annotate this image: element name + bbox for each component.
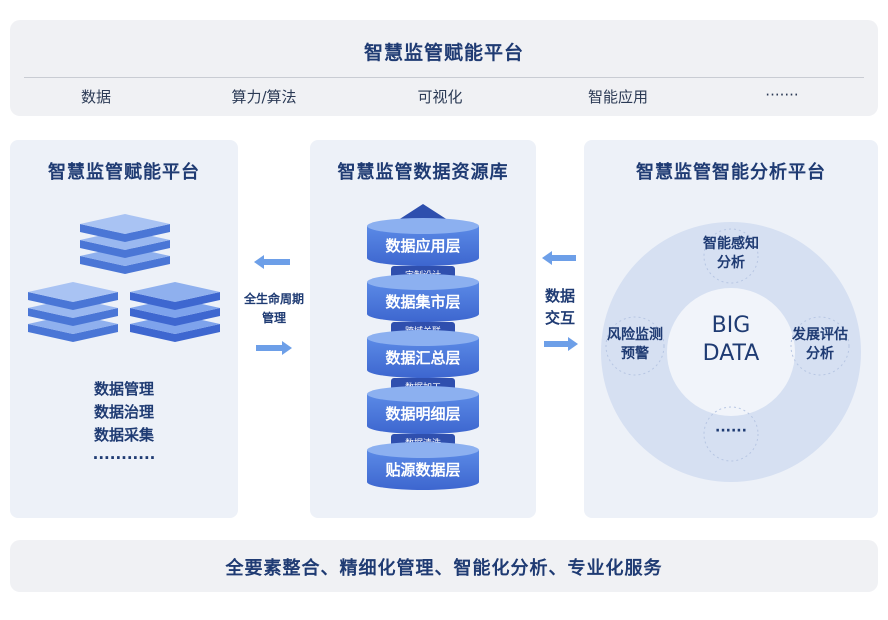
right-panel-title: 智慧监管智能分析平台 <box>636 162 826 183</box>
top-banner-title: 智慧监管赋能平台 <box>363 42 524 64</box>
data-layer-stack: 数据应用层定制设计数据集市层跨域关联数据汇总层数据加工数据明细层数据清洗贴源数据… <box>367 204 479 490</box>
node-risk-warning: 风险监测 预警 <box>590 326 680 364</box>
big-data-line2: DATA <box>702 341 760 366</box>
arrow-right-icon <box>256 341 292 355</box>
node-left-line2: 预警 <box>621 346 649 362</box>
bottom-banner-text: 全要素整合、精细化管理、智能化分析、专业化服务 <box>225 558 663 579</box>
data-layer-label: 贴源数据层 <box>385 461 460 479</box>
top-item-visualization: 可视化 <box>417 88 463 106</box>
list-item-data-management: 数据管理 <box>93 380 154 398</box>
node-right-line1: 发展评估 <box>792 327 848 343</box>
data-layer-3: 数据汇总层 <box>367 330 479 378</box>
node-development-evaluation: 发展评估 分析 <box>775 326 865 364</box>
left-panel-list: 数据管理 数据治理 数据采集 ··········· <box>10 378 238 470</box>
analysis-circle <box>601 222 861 482</box>
bottom-banner: 全要素整合、精细化管理、智能化分析、专业化服务 <box>10 540 878 592</box>
top-item-more: ······· <box>765 86 799 104</box>
node-more: ······ <box>681 422 781 441</box>
top-item-compute: 算力/算法 <box>231 88 297 106</box>
top-item-smart-app: 智能应用 <box>587 88 648 106</box>
big-data-center: BIG DATA <box>681 312 781 368</box>
node-top-line1: 智能感知 <box>703 236 759 252</box>
data-layer-label: 数据明细层 <box>385 405 460 423</box>
node-left-line1: 风险监测 <box>607 327 663 343</box>
node-right-line2: 分析 <box>806 346 834 362</box>
arrow-right-icon-2 <box>544 337 578 351</box>
list-item-data-governance: 数据治理 <box>93 403 154 421</box>
data-layer-label: 数据汇总层 <box>385 349 460 367</box>
data-layer-5: 贴源数据层 <box>367 442 479 490</box>
data-layer-1: 数据应用层 <box>367 218 479 266</box>
server-stack-top-icon <box>80 214 170 274</box>
node-smart-perception: 智能感知 分析 <box>681 235 781 273</box>
lifecycle-label: 全生命周期 管理 <box>240 290 308 328</box>
interaction-label-line2: 交互 <box>544 309 575 327</box>
data-layer-4: 数据明细层 <box>367 386 479 434</box>
left-panel: 智慧监管赋能平台 数据管理 <box>10 140 238 518</box>
arrow-left-icon <box>254 255 290 269</box>
node-top-line2: 分析 <box>717 255 745 271</box>
data-layer-2: 数据集市层 <box>367 274 479 322</box>
list-item-more: ··········· <box>92 449 156 467</box>
lifecycle-label-line2: 管理 <box>261 311 286 325</box>
node-bottom-text: ······ <box>715 423 747 439</box>
interaction-label: 数据 交互 <box>538 285 582 329</box>
left-panel-title: 智慧监管赋能平台 <box>48 162 200 183</box>
interaction-label-line1: 数据 <box>544 287 575 305</box>
big-data-line1: BIG <box>711 313 751 338</box>
top-banner-divider <box>24 77 864 78</box>
right-panel: 智慧监管智能分析平台 BIG DATA 智能感知 分析 风险监测 预警 发展评估… <box>584 140 878 518</box>
list-item-data-collection: 数据采集 <box>93 426 154 444</box>
middle-panel: 智慧监管数据资源库 数据应用层定制设计数据集市层跨域关联数据汇总层数据加工数据明… <box>310 140 536 518</box>
data-layer-label: 数据应用层 <box>385 237 460 255</box>
top-item-data: 数据 <box>80 88 111 106</box>
lifecycle-label-line1: 全生命周期 <box>243 292 304 306</box>
arrow-left-icon-2 <box>542 251 576 265</box>
top-banner: 智慧监管赋能平台 数据 算力/算法 可视化 智能应用 ······· <box>10 20 878 116</box>
server-stack-right-icon <box>130 282 220 342</box>
data-layer-label: 数据集市层 <box>385 293 460 311</box>
middle-panel-title: 智慧监管数据资源库 <box>337 162 509 183</box>
server-stack-left-icon <box>28 282 118 342</box>
